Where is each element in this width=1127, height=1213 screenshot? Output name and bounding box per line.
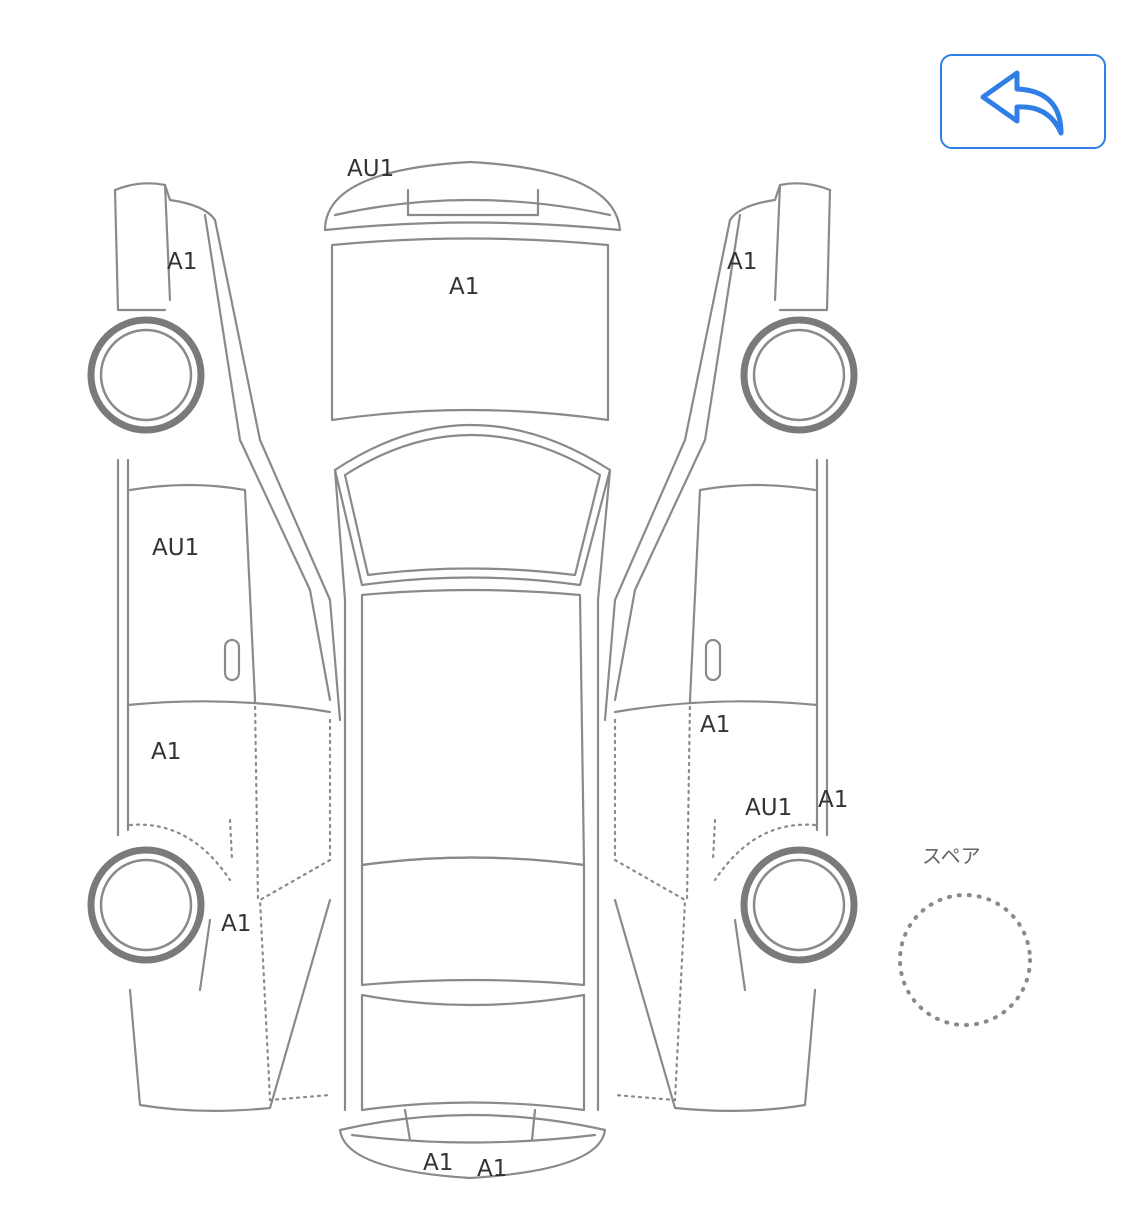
label-left-rear-door: A1 [151, 739, 182, 765]
label-rear-bumper-right: A1 [477, 1156, 508, 1182]
undo-arrow-icon [980, 70, 1064, 135]
label-right-rear-door: A1 [700, 712, 731, 738]
spare-tire-outline [898, 893, 1032, 1027]
label-spare: スペア [922, 844, 981, 868]
label-rear-bumper-left: A1 [423, 1150, 454, 1176]
label-left-rear-quarter: A1 [221, 911, 252, 937]
label-hood: A1 [449, 274, 480, 300]
label-left-front-door: AU1 [152, 535, 200, 561]
label-left-front-fender: A1 [167, 249, 198, 275]
label-right-front-fender: A1 [727, 249, 758, 275]
label-front-bumper: AU1 [347, 156, 395, 182]
label-right-sill: A1 [818, 787, 849, 813]
left-side-view [87, 182, 342, 1112]
label-right-rear-quarter: AU1 [745, 795, 793, 821]
back-button[interactable] [940, 54, 1106, 149]
top-view [323, 160, 622, 1180]
right-side-view [603, 182, 858, 1112]
